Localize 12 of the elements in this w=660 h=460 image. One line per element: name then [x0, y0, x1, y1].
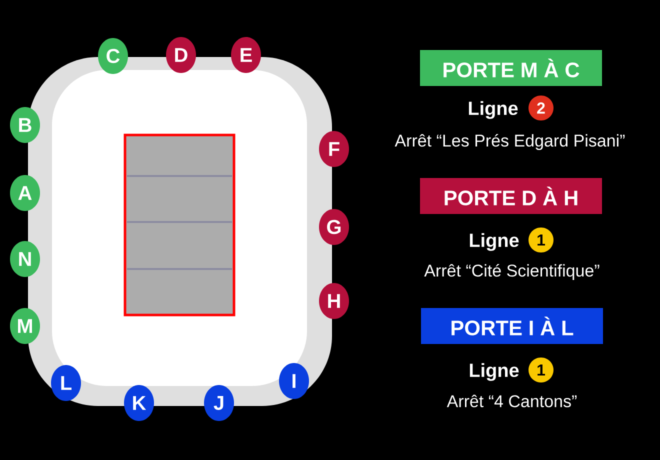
stop-name: Arrêt “Les Prés Edgard Pisani” — [394, 134, 625, 150]
gate-group-banner: PORTE D À H — [420, 178, 602, 214]
line-number-badge: 1 — [528, 228, 554, 252]
line-label: Ligne — [470, 233, 519, 251]
line-label: Ligne — [470, 363, 519, 381]
stop-name: Arrêt “4 Cantons” — [446, 394, 577, 408]
gate-group-banner: PORTE I À L — [421, 308, 603, 344]
line-number-badge: 1 — [528, 358, 554, 382]
gate-group-banner: PORTE M À C — [420, 50, 602, 86]
stop-name: Arrêt “Cité Scientifique” — [424, 264, 600, 280]
line-number-badge: 2 — [528, 96, 554, 120]
line-label: Ligne — [468, 101, 518, 119]
